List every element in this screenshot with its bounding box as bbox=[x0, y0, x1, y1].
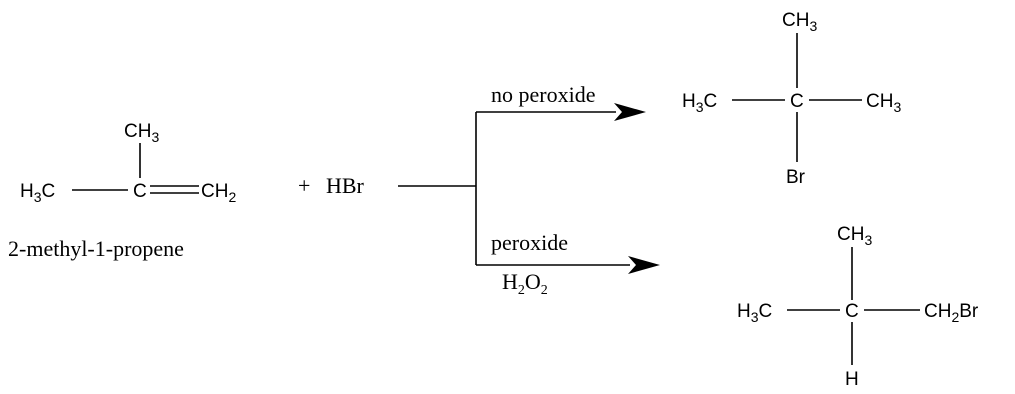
lower-arrow-head bbox=[628, 256, 660, 274]
reactant-name: 2-methyl-1-propene bbox=[8, 236, 184, 261]
lower-reagent-h2o2: H2O2 bbox=[502, 269, 548, 298]
lower-product-top-methyl: CH3 bbox=[837, 224, 872, 248]
upper-condition-label: no peroxide bbox=[491, 82, 595, 107]
lower-product-structure: CH3 H3C C CH2Br H bbox=[737, 224, 979, 390]
upper-product-left-methyl: H3C bbox=[682, 91, 717, 115]
upper-product-structure: CH3 H3C C CH3 Br bbox=[682, 10, 901, 188]
lower-product-bromomethyl: CH2Br bbox=[924, 301, 979, 325]
reagent-hbr: HBr bbox=[326, 173, 365, 198]
plus-sign: + bbox=[298, 173, 310, 198]
branching-arrows bbox=[398, 103, 660, 274]
lower-condition-label: peroxide bbox=[491, 230, 568, 255]
lower-product-hydrogen: H bbox=[845, 369, 859, 389]
reactant-methylene-label: CH2 bbox=[201, 181, 236, 205]
reactant-structure: CH3 H3C C CH2 2-methyl-1-propene bbox=[8, 121, 236, 261]
upper-arrow-head bbox=[614, 103, 646, 121]
lower-product-center-carbon: C bbox=[845, 301, 859, 322]
upper-product-center-carbon: C bbox=[790, 91, 804, 112]
upper-product-right-methyl: CH3 bbox=[866, 91, 901, 115]
upper-product-bromine: Br bbox=[786, 167, 806, 188]
reactant-center-carbon: C bbox=[133, 181, 147, 202]
upper-product-top-methyl: CH3 bbox=[782, 10, 817, 34]
reactant-methyl-label: CH3 bbox=[124, 121, 159, 145]
reactant-left-methyl-label: H3C bbox=[20, 181, 55, 205]
lower-product-left-methyl: H3C bbox=[737, 301, 772, 325]
